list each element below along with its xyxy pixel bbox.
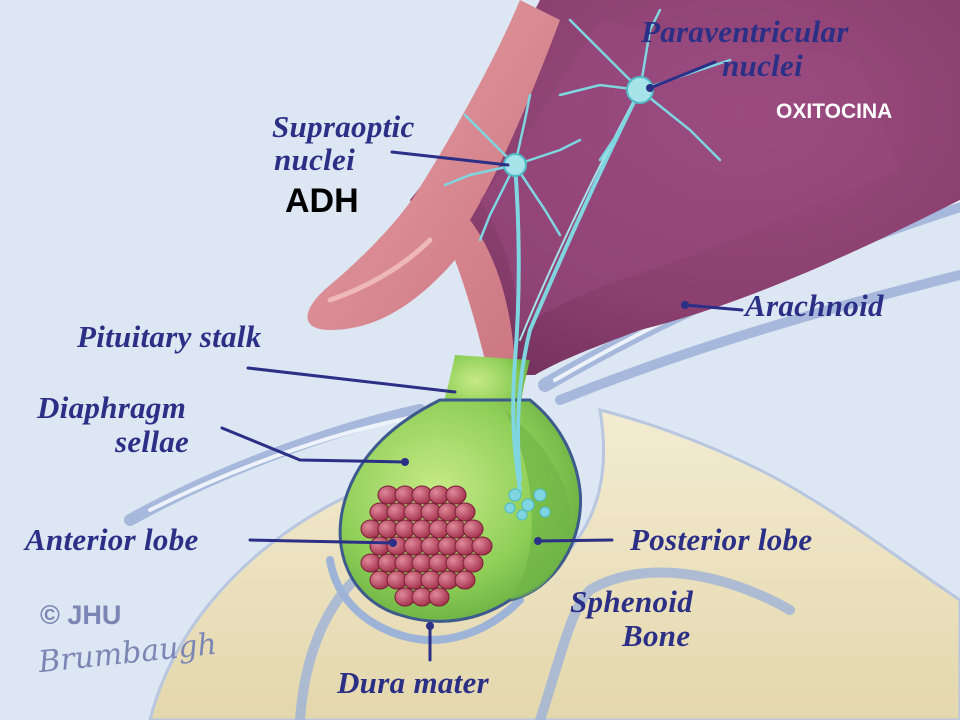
posterior-lobe-shading [505, 410, 571, 600]
anterior-lobe-cell [462, 553, 484, 573]
axon-tract [516, 88, 642, 482]
label-posterior-lobe: Posterior lobe [630, 522, 813, 557]
annotation-adh: ADH [285, 182, 359, 220]
label-sphenoid-bone: Bone [622, 618, 691, 653]
leader-posterior-lobe [536, 538, 614, 543]
axon-tract [519, 89, 641, 341]
axon-terminals [504, 488, 551, 521]
label-diaphragm-sellae: sellae [115, 424, 190, 459]
label-supraoptic-nuclei: nuclei [274, 142, 356, 177]
anterior-lobe-cell [471, 536, 493, 556]
hypothalamus-inner [480, 20, 900, 330]
anterior-lobe-cell [462, 519, 484, 539]
fold-highlight [327, 237, 433, 303]
label-paraventricular-nuclei: nuclei [722, 48, 804, 83]
dura-mater-band [535, 567, 795, 720]
label-arachnoid: Arachnoid [745, 288, 884, 323]
supraoptic-neuron [443, 93, 582, 242]
arachnoid-membrane-lower [555, 270, 960, 405]
label-paraventricular: Paraventricular [641, 14, 849, 49]
label-pituitary-stalk: Pituitary stalk [77, 319, 262, 354]
anterior-lobe-cells [360, 485, 493, 607]
anterior-lobe-cell [445, 485, 467, 505]
anterior-lobe-cell [428, 587, 450, 607]
watermark-copyright: © JHU [40, 600, 122, 630]
anterior-lobe-cell [454, 502, 476, 522]
diaphragm-sellae-membrane [148, 413, 427, 512]
anterior-lobe-cell [454, 570, 476, 590]
label-dura-mater: Dura mater [337, 665, 489, 700]
label-sphenoid: Sphenoid [570, 584, 693, 619]
leader-arachnoid [683, 303, 744, 312]
leader-paraventricular [648, 60, 717, 90]
leader-supraoptic [390, 150, 510, 167]
leader-anterior-lobe [248, 538, 395, 545]
label-diaphragm: Diaphragm [37, 390, 187, 425]
label-supraoptic: Supraoptic [272, 109, 415, 144]
label-anterior-lobe: Anterior lobe [25, 522, 199, 557]
axon-tract [511, 163, 522, 492]
annotation-oxitocina: OXITOCINA [776, 100, 893, 123]
leader-lines [220, 60, 744, 662]
leader-dots [389, 84, 689, 630]
leader-pituitary-stalk [246, 366, 457, 394]
leader-diaphragm-sellae [220, 426, 407, 464]
